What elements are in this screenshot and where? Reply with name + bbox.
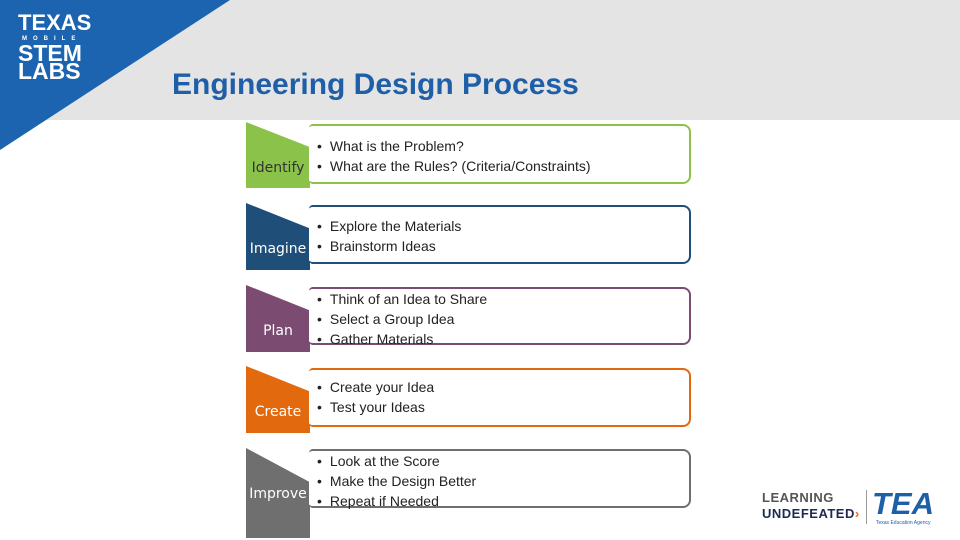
logo-learning-text: LEARNING bbox=[762, 490, 834, 505]
step-chevron-plan bbox=[246, 285, 310, 352]
step-bullet: Look at the Score bbox=[317, 451, 476, 471]
step-box-plan: Think of an Idea to ShareSelect a Group … bbox=[309, 287, 691, 347]
step-bullet: Brainstorm Ideas bbox=[317, 236, 461, 256]
step-bullet: Think of an Idea to Share bbox=[317, 289, 487, 309]
step-chevron-improve bbox=[246, 448, 310, 538]
step-bullet: Create your Idea bbox=[317, 377, 434, 397]
tea-subtitle: Texas Education Agency bbox=[876, 520, 931, 526]
step-bullet-list: Look at the ScoreMake the Design BetterR… bbox=[317, 451, 476, 511]
step-box-create: Create your IdeaTest your Ideas bbox=[309, 368, 691, 427]
logo-stem: STEM bbox=[18, 40, 82, 66]
step-bullet: Repeat if Needed bbox=[317, 491, 476, 511]
learning-undefeated-logo: LEARNING UNDEFEATED› bbox=[762, 490, 860, 521]
corner-triangle bbox=[0, 0, 230, 150]
step-box-improve: Look at the ScoreMake the Design BetterR… bbox=[309, 449, 691, 511]
step-bullet-list: Create your IdeaTest your Ideas bbox=[317, 377, 434, 417]
step-label-identify: Identify bbox=[251, 160, 305, 176]
logo-texas: TEXAS bbox=[18, 10, 92, 35]
step-label-create: Create bbox=[254, 404, 302, 420]
step-box-imagine: Explore the MaterialsBrainstorm Ideas bbox=[309, 205, 691, 264]
step-bullet-list: Think of an Idea to ShareSelect a Group … bbox=[317, 289, 487, 349]
step-bullet: What are the Rules? (Criteria/Constraint… bbox=[317, 156, 591, 176]
step-bullet: Explore the Materials bbox=[317, 216, 462, 236]
step-bullet: Test your Ideas bbox=[317, 397, 434, 417]
step-label-plan: Plan bbox=[263, 323, 293, 339]
logo-divider bbox=[866, 490, 867, 524]
step-label-imagine: Imagine bbox=[249, 241, 307, 257]
step-box-identify: What is the Problem?What are the Rules? … bbox=[309, 124, 691, 184]
step-bullet: Make the Design Better bbox=[317, 471, 476, 491]
logo-mobile: MOBILE bbox=[22, 36, 82, 42]
step-label-improve: Improve bbox=[249, 486, 307, 502]
logo-undefeated-text: UNDEFEATED bbox=[762, 506, 855, 521]
tea-logo: TEA bbox=[872, 486, 934, 521]
step-chevron-create bbox=[246, 366, 310, 433]
step-bullet: What is the Problem? bbox=[317, 136, 591, 156]
page-title: Engineering Design Process bbox=[172, 68, 579, 101]
step-bullet-list: Explore the MaterialsBrainstorm Ideas bbox=[317, 216, 462, 256]
logo-labs: LABS bbox=[18, 58, 81, 84]
step-chevron-imagine bbox=[246, 203, 310, 270]
step-bullet-list: What is the Problem?What are the Rules? … bbox=[317, 136, 591, 176]
step-bullet: Gather Materials bbox=[317, 329, 487, 349]
step-chevron-identify bbox=[246, 122, 310, 188]
step-bullet: Select a Group Idea bbox=[317, 309, 487, 329]
